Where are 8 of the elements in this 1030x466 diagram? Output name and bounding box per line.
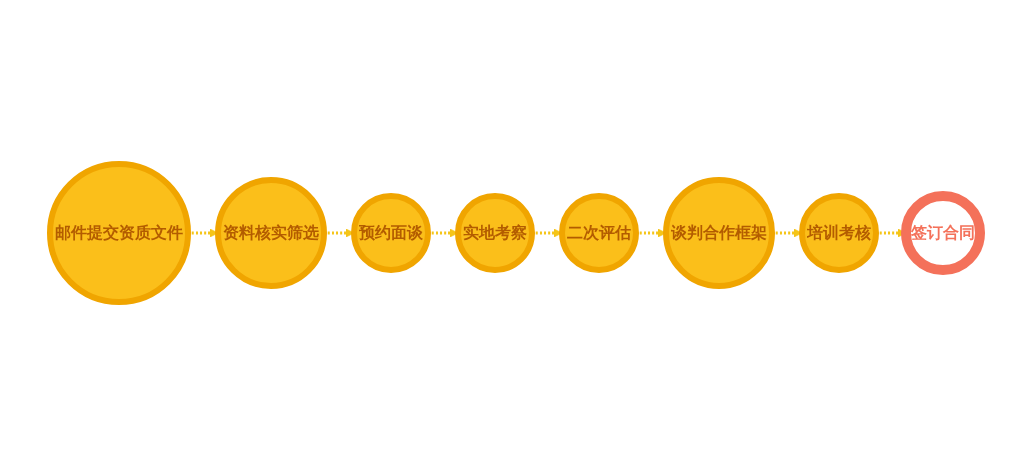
node-circle: 谈判合作框架: [663, 177, 775, 289]
node-circle: 二次评估: [559, 193, 639, 273]
node-circle: 实地考察: [455, 193, 535, 273]
node-circle: 预约面谈: [351, 193, 431, 273]
node-circle: 资料核实筛选: [215, 177, 327, 289]
node-circle: 邮件提交资质文件: [47, 161, 191, 305]
node-circle: 培训考核: [799, 193, 879, 273]
node-circle: 签订合同: [901, 191, 985, 275]
